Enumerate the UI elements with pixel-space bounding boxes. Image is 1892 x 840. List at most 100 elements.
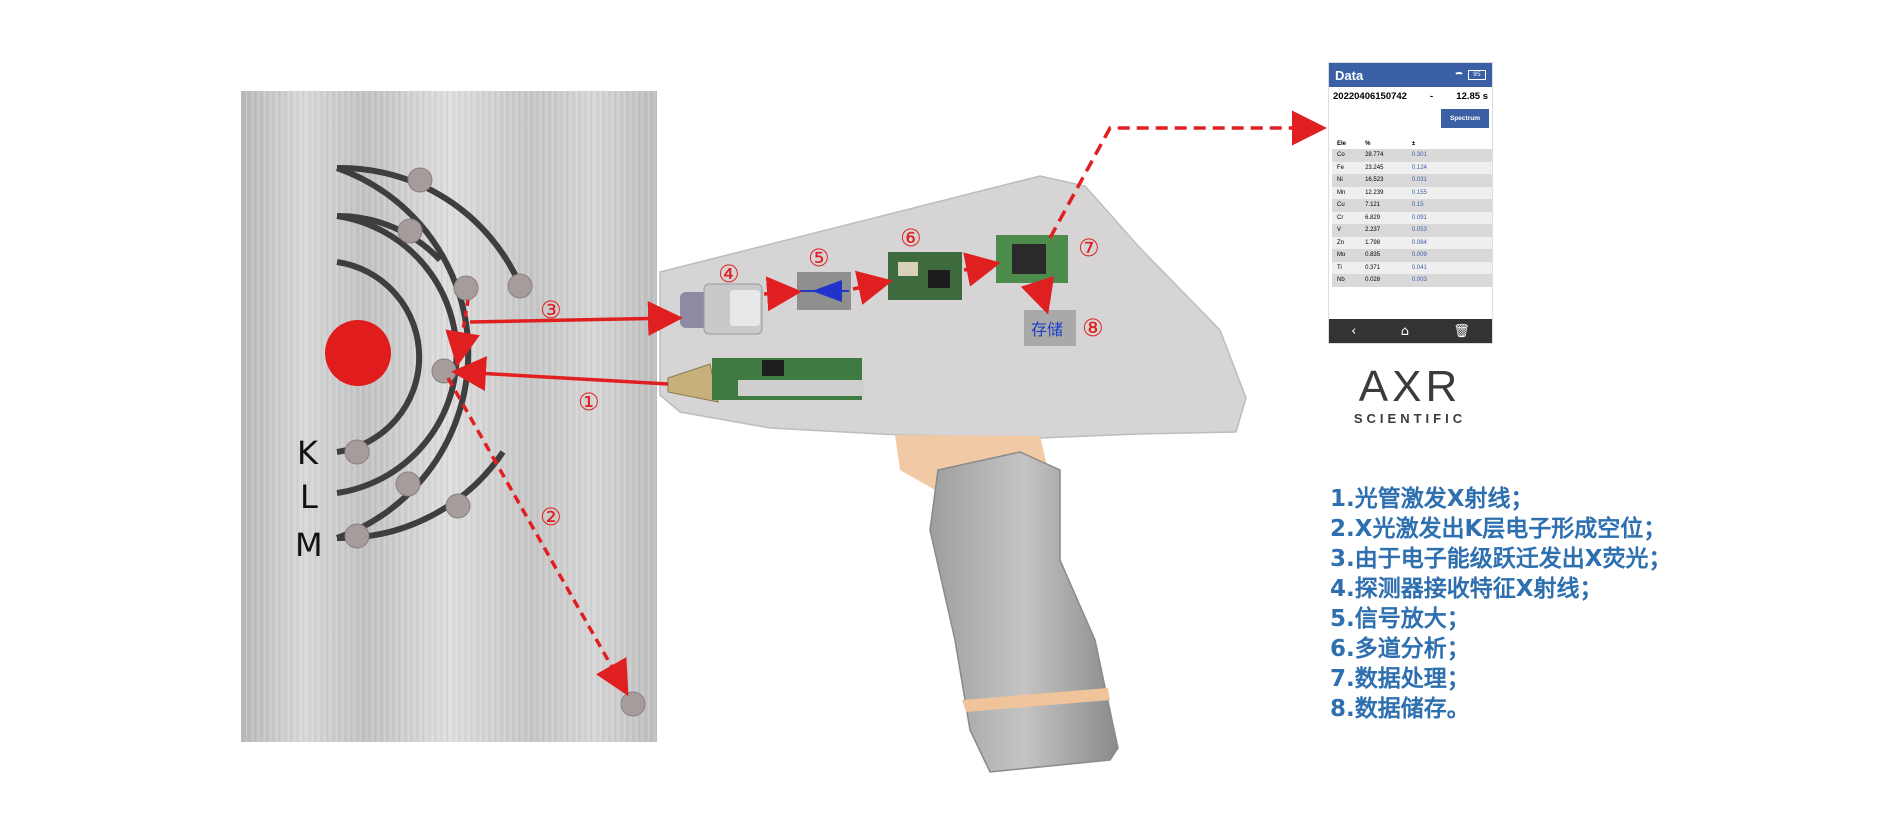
cell-error: 0.003 <box>1406 274 1447 287</box>
cell-element: Mn <box>1332 186 1361 199</box>
mca-board <box>888 252 962 300</box>
step-markers: ① ② ③ ④ ⑤ ⑥ ⑦ ⑧ <box>540 224 1104 531</box>
spectrum-button[interactable]: Spectrum <box>1441 109 1489 128</box>
shell-label-m: M <box>295 526 323 564</box>
step-4: 4.探测器接收特征X射线； <box>1330 576 1603 602</box>
phone-title: Data <box>1335 67 1364 83</box>
phone-nav-bar: ‹ ⌂ 🗑 <box>1329 319 1492 343</box>
cell-percent: 2.237 <box>1360 224 1407 237</box>
cell-percent: 1.798 <box>1360 236 1407 249</box>
cell-element: Mo <box>1332 249 1361 262</box>
cell-percent: 7.121 <box>1360 199 1407 212</box>
step-3: 3.由于电子能级跃迁发出X荧光； <box>1330 546 1672 572</box>
phone-screen: Data 95 20220406150742 - 12.85 s Spectru… <box>1329 63 1492 343</box>
cell-element: Ni <box>1332 174 1361 187</box>
cell-error: 0.155 <box>1406 186 1447 199</box>
shell-label-l: L <box>300 478 318 516</box>
measure-time: 12.85 s <box>1456 91 1488 102</box>
x-ray-tube <box>667 358 864 403</box>
marker-1: ① <box>578 388 600 416</box>
components: 存储 <box>667 235 1076 403</box>
record-info: 20220406150742 - 12.85 s <box>1329 87 1492 102</box>
cell-element: V <box>1332 224 1361 237</box>
electron <box>395 471 421 497</box>
axr-logo: AXR SCIENTIFIC <box>1340 365 1480 427</box>
electron <box>507 273 533 299</box>
cell-element: Cu <box>1332 199 1361 212</box>
electron <box>453 275 479 301</box>
marker-3: ③ <box>540 296 562 324</box>
cell-percent: 16.523 <box>1360 174 1407 187</box>
home-icon[interactable]: ⌂ <box>1400 323 1409 339</box>
header-element: Ele <box>1337 140 1347 147</box>
marker-7: ⑦ <box>1078 234 1100 262</box>
nucleus <box>325 320 391 386</box>
step-1: 1.光管激发X射线； <box>1330 486 1534 512</box>
cell-percent: 12.239 <box>1360 186 1407 199</box>
arrow-to-display <box>1048 110 1327 239</box>
storage-box: 存储 <box>1024 310 1076 346</box>
shell-m-upper <box>336 164 523 287</box>
metal-sample <box>241 91 657 742</box>
cell-percent: 6.829 <box>1360 211 1407 224</box>
step-5: 5.信号放大； <box>1330 606 1470 632</box>
shell-l-upper <box>336 212 443 263</box>
cell-element: Co <box>1332 149 1361 162</box>
cell-error: 0.009 <box>1406 249 1447 262</box>
arrows <box>445 110 1327 697</box>
cell-percent: 23.245 <box>1360 161 1407 174</box>
header-error: ± <box>1411 140 1416 147</box>
shell-label-k: K <box>297 434 319 472</box>
step-8: 8.数据储存。 <box>1330 696 1470 722</box>
cell-percent: 0.371 <box>1360 261 1407 274</box>
storage-label: 存储 <box>1031 320 1063 339</box>
cell-percent: 0.835 <box>1360 249 1407 262</box>
processor-board <box>996 235 1068 283</box>
logo-mark: AXR <box>1358 362 1462 411</box>
arrow-6-7 <box>963 252 1001 287</box>
ejected-electron <box>620 691 646 717</box>
cell-error: 0.15 <box>1406 199 1447 212</box>
cell-error: 0.041 <box>1406 261 1447 274</box>
cell-element: Fe <box>1332 161 1361 174</box>
electron <box>407 167 433 193</box>
marker-2: ② <box>540 503 562 531</box>
gun-grip-band <box>962 688 1110 712</box>
record-separator: - <box>1430 91 1434 102</box>
cell-error: 0.124 <box>1406 161 1447 174</box>
cell-element: Zn <box>1332 236 1361 249</box>
trash-icon[interactable]: 🗑 <box>1453 323 1470 339</box>
electrons <box>344 167 646 717</box>
gun-grip <box>929 451 1119 773</box>
shell-k <box>336 259 423 455</box>
cell-error: 0.031 <box>1406 174 1447 187</box>
arrow-tube-to-sample <box>451 356 669 392</box>
cell-error: 0.053 <box>1406 224 1447 237</box>
battery-icon: 95 <box>1468 70 1486 80</box>
cell-percent: 28.774 <box>1360 149 1407 162</box>
phone-header: Data 95 <box>1329 63 1492 87</box>
logo-subtitle: SCIENTIFIC <box>1353 411 1467 426</box>
electron <box>344 439 370 465</box>
electron <box>431 358 457 384</box>
process-steps: 1.光管激发X射线； 2.X光激发出K层电子形成空位； 3.由于电子能级跃迁发出… <box>1330 484 1671 724</box>
step-6: 6.多道分析； <box>1330 636 1470 662</box>
back-icon[interactable]: ‹ <box>1351 323 1357 339</box>
status-icons: 95 <box>1454 70 1486 80</box>
electron <box>445 493 471 519</box>
shell-labels: K L M <box>295 434 323 564</box>
wifi-icon <box>1454 71 1464 79</box>
record-id: 20220406150742 <box>1333 91 1407 102</box>
detector <box>680 283 763 335</box>
